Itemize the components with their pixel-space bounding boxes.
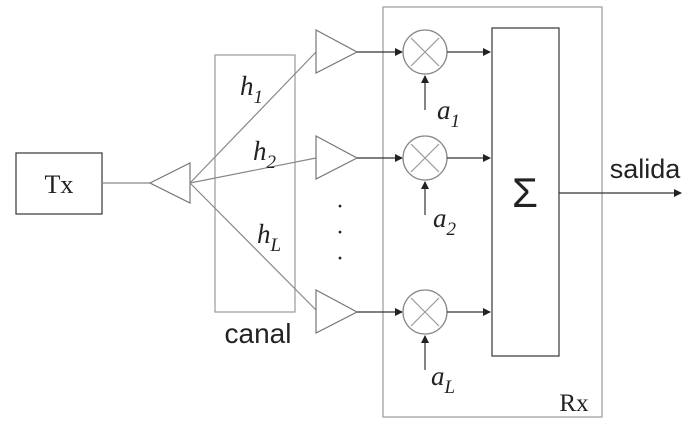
- gain-label-h1: h1: [240, 71, 263, 108]
- rx-antenna-L-icon: [315, 288, 359, 334]
- weight-label-a1: a1: [437, 95, 460, 132]
- ellipsis-dot-2: ·: [336, 220, 344, 246]
- channel-path-1: [189, 51, 317, 184]
- ellipsis-dot-3: ·: [336, 246, 344, 272]
- rx-box: [382, 6, 603, 418]
- tx-box: [15, 152, 103, 215]
- gain-label-h2: h2: [253, 136, 277, 173]
- output-label: salida: [610, 154, 682, 184]
- multiplier-1-icon: [402, 29, 448, 75]
- rx-label: Rx: [559, 390, 589, 417]
- channel-path-2: [189, 157, 317, 184]
- gain-label-hL: hL: [257, 219, 281, 256]
- summer-box: [491, 27, 560, 357]
- summer-sigma: Σ: [512, 169, 538, 216]
- channel-box: [214, 54, 296, 313]
- multiplier-L-icon: [402, 289, 448, 335]
- rx-antenna-1-icon: [315, 28, 359, 74]
- weight-label-aL: aL: [431, 361, 455, 398]
- multiplier-2-icon: [402, 135, 448, 181]
- tx-label: Tx: [45, 170, 74, 199]
- channel-path-L: [189, 182, 317, 311]
- rx-antenna-2-icon: [315, 134, 359, 180]
- tx-antenna-icon: [148, 162, 191, 204]
- channel-label: canal: [225, 318, 292, 349]
- ellipsis-dot-1: ·: [336, 194, 344, 220]
- weight-label-a2: a2: [433, 203, 457, 240]
